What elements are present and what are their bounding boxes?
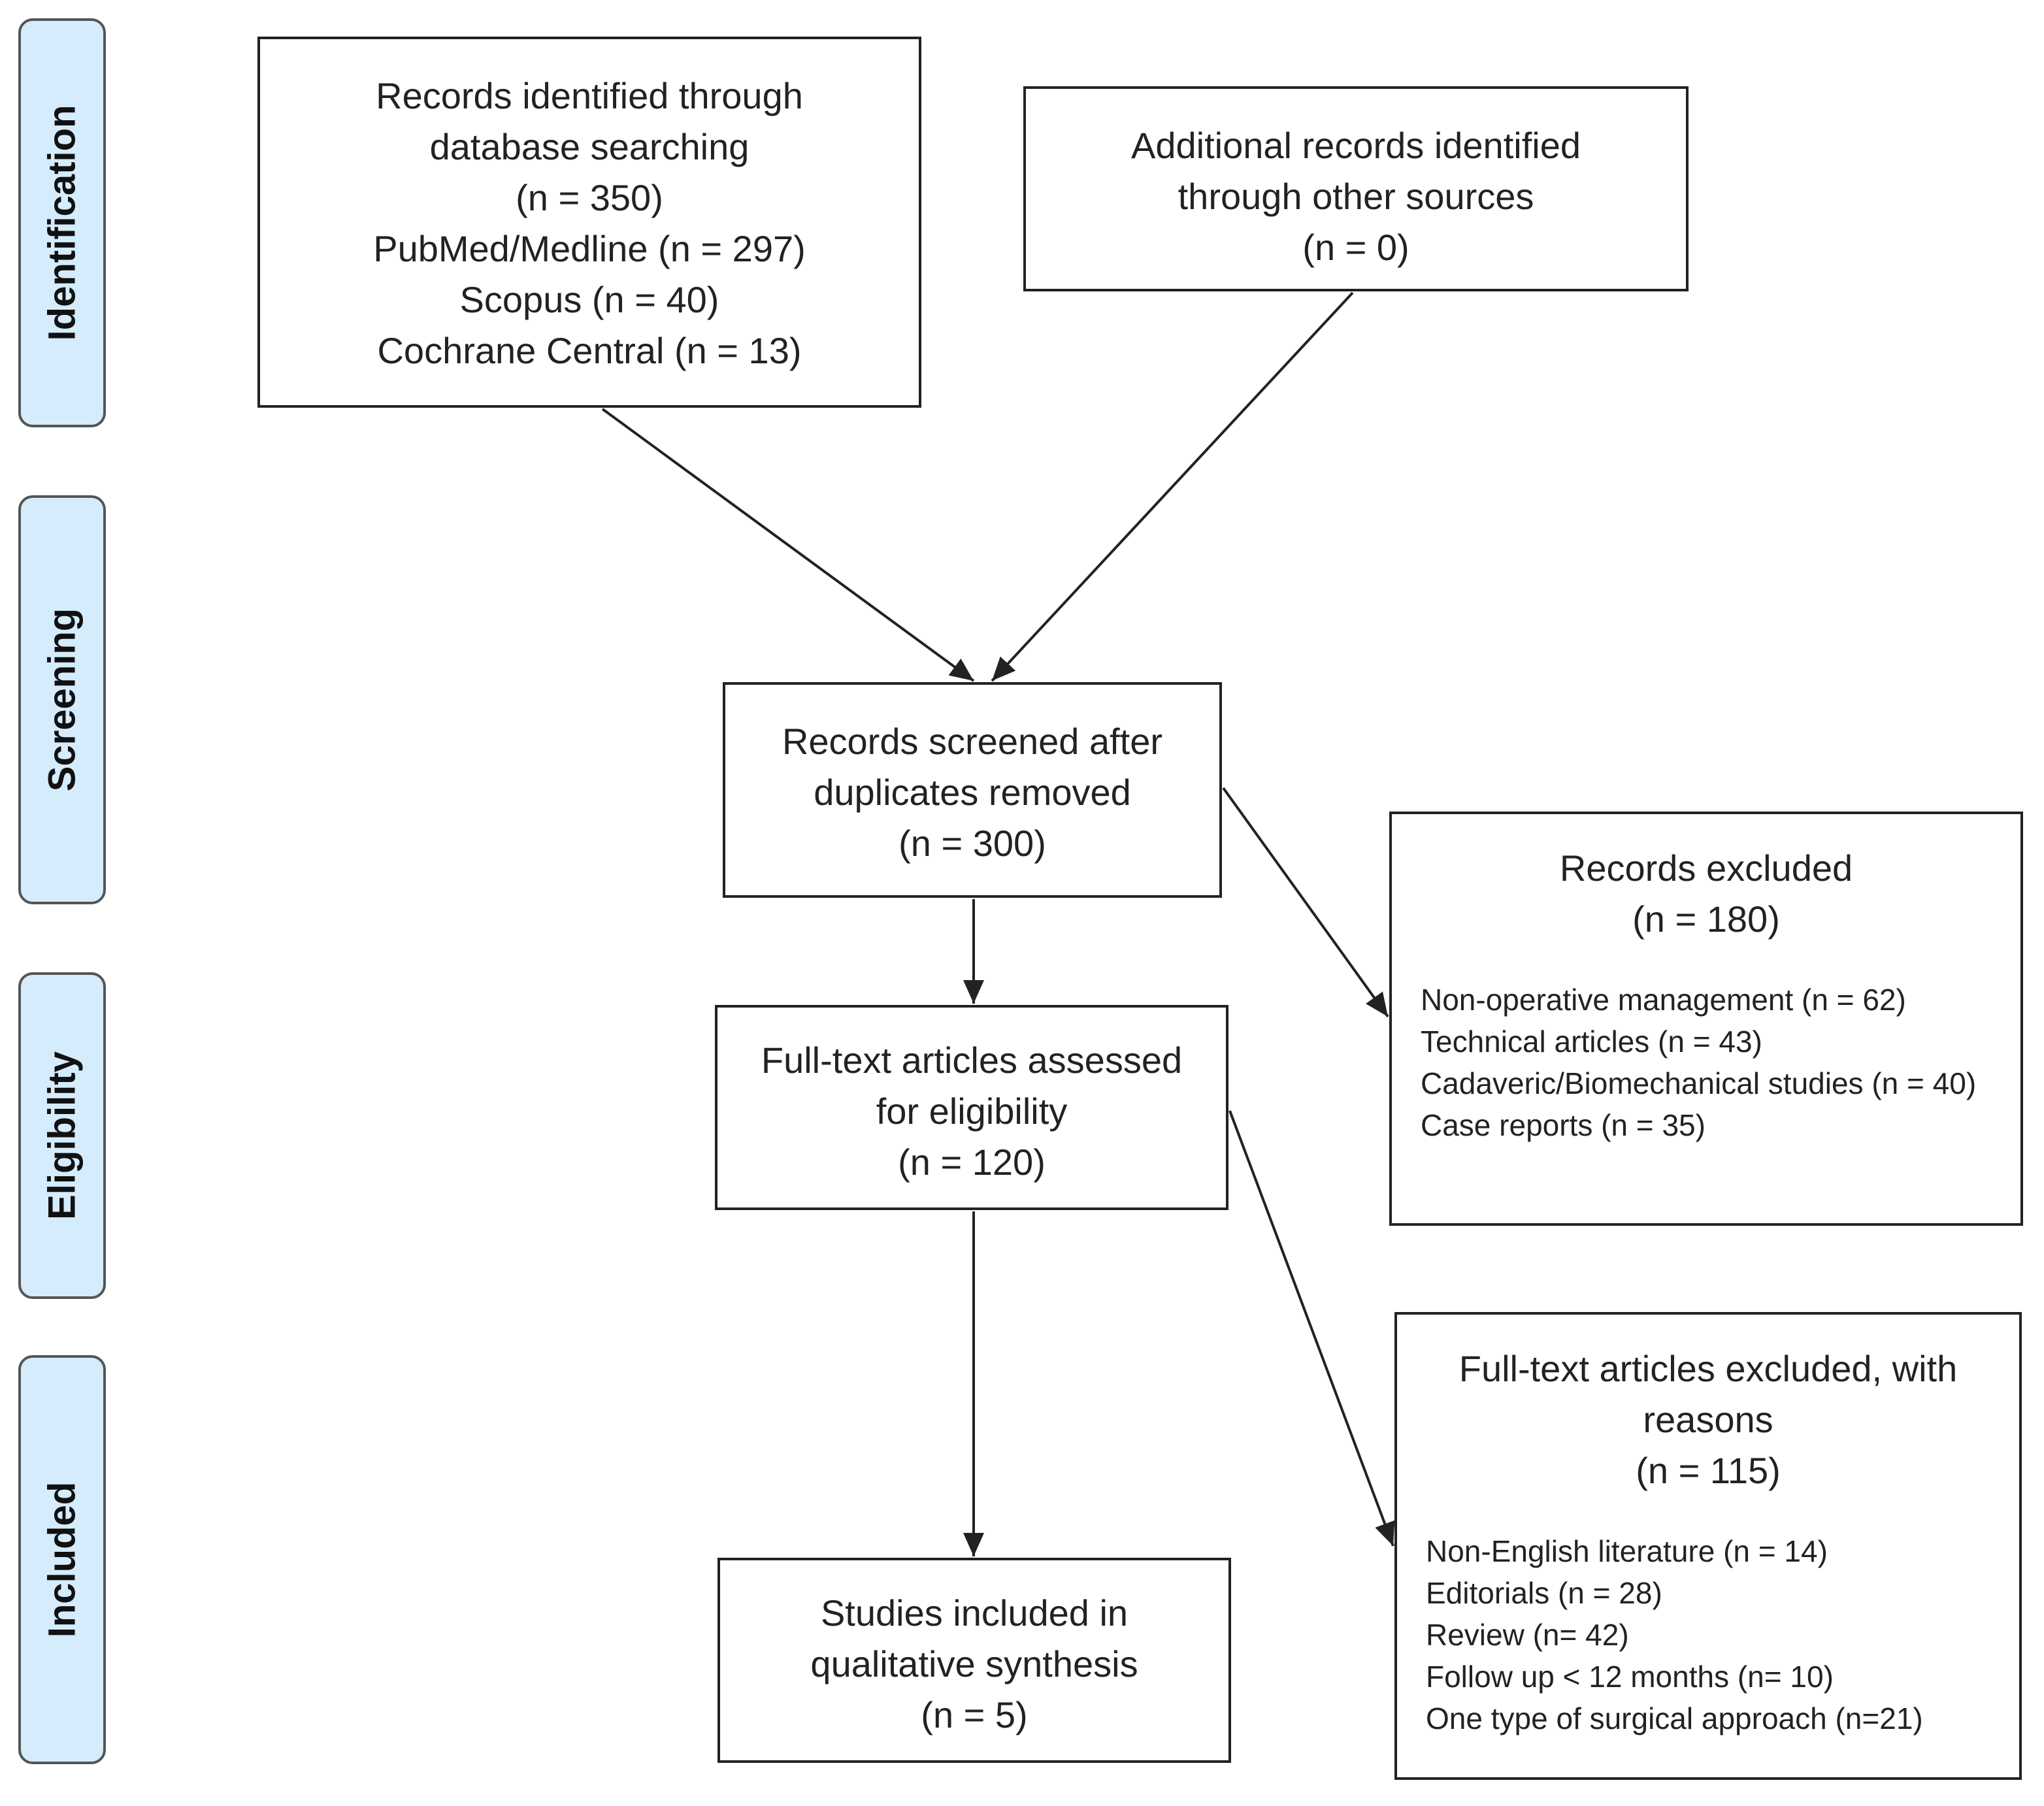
fulltext-excluded-reasons: Non-English literature (n = 14) Editoria… [1397,1530,2019,1739]
screened-line: duplicates removed [814,772,1131,813]
records-excluded-title: Records excluded [1559,847,1853,889]
exclusion-reason: Follow up < 12 months (n= 10) [1426,1660,1834,1694]
included-line: Studies included in [820,1592,1129,1634]
exclusion-reason: One type of surgical approach (n=21) [1426,1701,1923,1735]
exclusion-reason: Cadaveric/Biomechanical studies (n = 40) [1421,1066,1977,1100]
exclusion-reason: Non-operative management (n = 62) [1421,983,1906,1017]
other-sources-line: through other sources [1178,176,1534,217]
exclusion-reason: Technical articles (n = 43) [1421,1025,1762,1059]
phase-eligibility: Eligibility [18,972,106,1299]
phase-screening: Screening [18,495,106,904]
fulltext-excluded-box: Full-text articles excluded, with reason… [1394,1312,2022,1780]
full-text-box: Full-text articles assessed for eligibil… [715,1005,1228,1210]
database-search-line: Records identified through [376,75,803,116]
database-search-count: (n = 350) [516,177,663,218]
included-box: Studies included in qualitative synthesi… [717,1558,1231,1763]
exclusion-reason: Case reports (n = 35) [1421,1108,1706,1142]
arrow-full-text-to-fulltext-excluded [1228,1110,1395,1547]
fulltext-excluded-title: reasons [1643,1399,1773,1440]
other-sources-box: Additional records identified through ot… [1023,86,1689,291]
full-text-line: Full-text articles assessed [761,1040,1183,1081]
records-excluded-count: (n = 180) [1632,898,1780,940]
exclusion-reason: Editorials (n = 28) [1426,1576,1662,1610]
exclusion-reason: Non-English literature (n = 14) [1426,1534,1828,1568]
database-search-box: Records identified through database sear… [257,37,921,408]
fulltext-excluded-title: Full-text articles excluded, with [1459,1348,1958,1389]
records-excluded-box: Records excluded (n = 180) Non-operative… [1389,812,2023,1226]
full-text-count: (n = 120) [898,1141,1046,1183]
database-search-line: database searching [429,126,750,167]
phase-identification: Identification [18,18,106,427]
other-sources-line: Additional records identified [1131,125,1581,166]
included-count: (n = 5) [921,1694,1028,1735]
arrow-other-sources-to-screened [991,291,1354,682]
exclusion-reason: Review (n= 42) [1426,1618,1629,1652]
database-source-cochrane: Cochrane Central (n = 13) [377,330,802,371]
arrow-screened-to-records-excluded [1222,787,1389,1018]
arrow-database-to-screened [601,408,975,682]
screened-line: Records screened after [782,721,1163,762]
screened-count: (n = 300) [898,823,1046,864]
phase-included: Included [18,1355,106,1764]
other-sources-count: (n = 0) [1302,227,1409,268]
screened-box: Records screened after duplicates remove… [723,682,1222,898]
database-source-pubmed: PubMed/Medline (n = 297) [373,228,806,269]
fulltext-excluded-count: (n = 115) [1636,1450,1781,1491]
included-line: qualitative synthesis [810,1643,1138,1684]
database-source-scopus: Scopus (n = 40) [459,279,719,320]
full-text-line: for eligibility [876,1091,1068,1132]
records-excluded-reasons: Non-operative management (n = 62) Techni… [1392,979,2020,1146]
